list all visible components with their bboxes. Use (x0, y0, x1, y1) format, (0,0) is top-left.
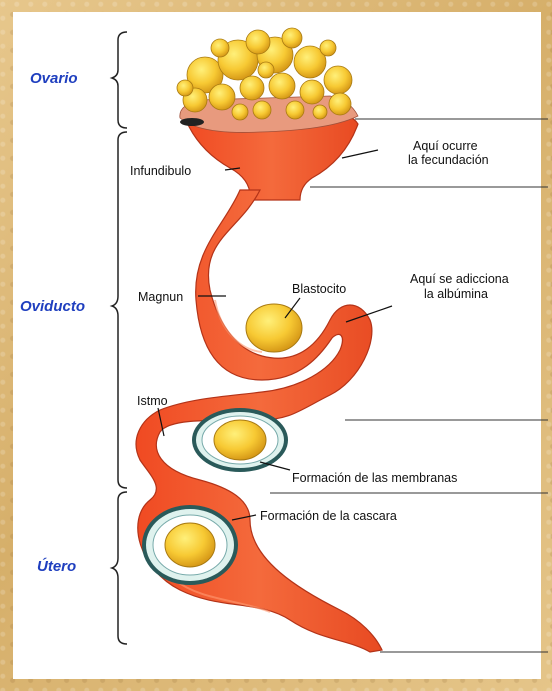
label-albumina-1: Aquí se adicciona (410, 272, 509, 286)
region-ovario: Ovario (30, 70, 78, 87)
region-oviducto: Oviducto (20, 298, 85, 315)
membrane-egg (192, 408, 288, 472)
label-istmo: Istmo (137, 394, 168, 408)
shell-egg (142, 505, 238, 585)
region-utero: Útero (37, 557, 76, 575)
label-magnun: Magnun (138, 290, 183, 304)
label-cascara: Formación de la cascara (260, 509, 397, 523)
label-membranas: Formación de las membranas (292, 471, 457, 485)
bracket-utero (112, 492, 127, 644)
label-fecundacion-1: Aquí ocurre (413, 139, 478, 153)
label-infundibulo: Infundibulo (130, 164, 191, 178)
label-fecundacion-2: la fecundación (408, 153, 489, 167)
label-blastocito: Blastocito (292, 282, 346, 296)
blastocito-egg (246, 304, 302, 352)
bracket-oviducto (112, 132, 127, 488)
bracket-ovario (112, 32, 127, 128)
region-brackets (112, 32, 127, 644)
ovary-follicles (177, 28, 358, 132)
label-albumina-2: la albúmina (424, 287, 488, 301)
